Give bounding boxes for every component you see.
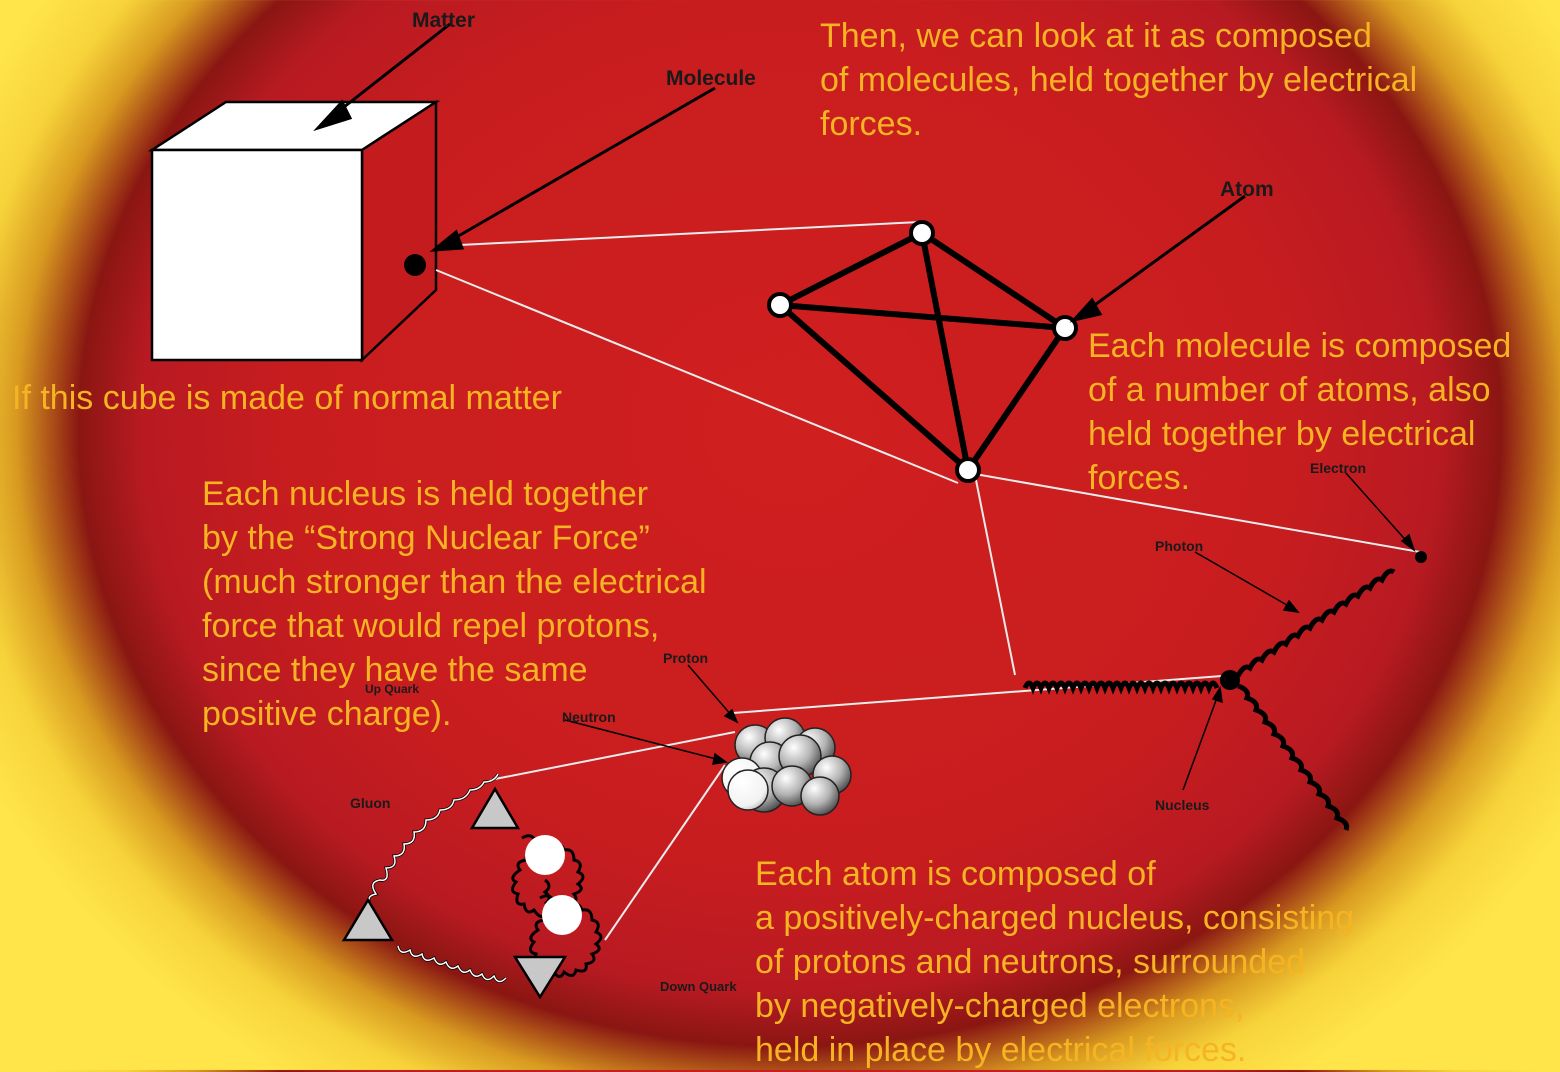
atom-nodes <box>767 220 1078 483</box>
caption-nucleus: Each nucleus is held together by the “St… <box>202 475 707 733</box>
electron-dot <box>1415 551 1427 563</box>
nucleus-dot <box>1220 670 1240 690</box>
caption-atom: Each atom is composed of a positively-ch… <box>755 855 1355 1069</box>
down-quark-triangle <box>512 955 568 1000</box>
label-nucleus: Nucleus <box>1155 797 1210 813</box>
molecule-structure <box>778 230 1068 473</box>
quark-triangle-left <box>341 897 395 942</box>
label-photon: Photon <box>1155 538 1204 554</box>
label-atom: Atom <box>1220 178 1274 201</box>
caption-molecules: Then, we can look at it as composed of m… <box>820 17 1418 143</box>
label-arrows <box>313 22 1246 323</box>
label-up-quark: Up Quark <box>365 682 420 696</box>
quark-structure <box>341 773 603 1000</box>
caption-cube: If this cube is made of normal matter <box>12 379 562 417</box>
caption-atoms: Each molecule is composed of a number of… <box>1088 327 1512 497</box>
molecule-dot <box>404 254 426 276</box>
small-arrows <box>564 471 1416 791</box>
up-quark-triangle <box>469 786 521 830</box>
nucleus-cluster <box>721 717 852 816</box>
label-gluon: Gluon <box>350 795 391 811</box>
photon-lines <box>1022 568 1396 831</box>
label-matter: Matter <box>412 9 476 32</box>
matter-cube <box>147 99 441 363</box>
label-neutron: Neutron <box>562 709 616 725</box>
label-electron: Electron <box>1310 460 1367 476</box>
label-molecule: Molecule <box>666 67 756 90</box>
label-down-quark: Down Quark <box>660 979 737 994</box>
label-proton: Proton <box>663 650 709 666</box>
